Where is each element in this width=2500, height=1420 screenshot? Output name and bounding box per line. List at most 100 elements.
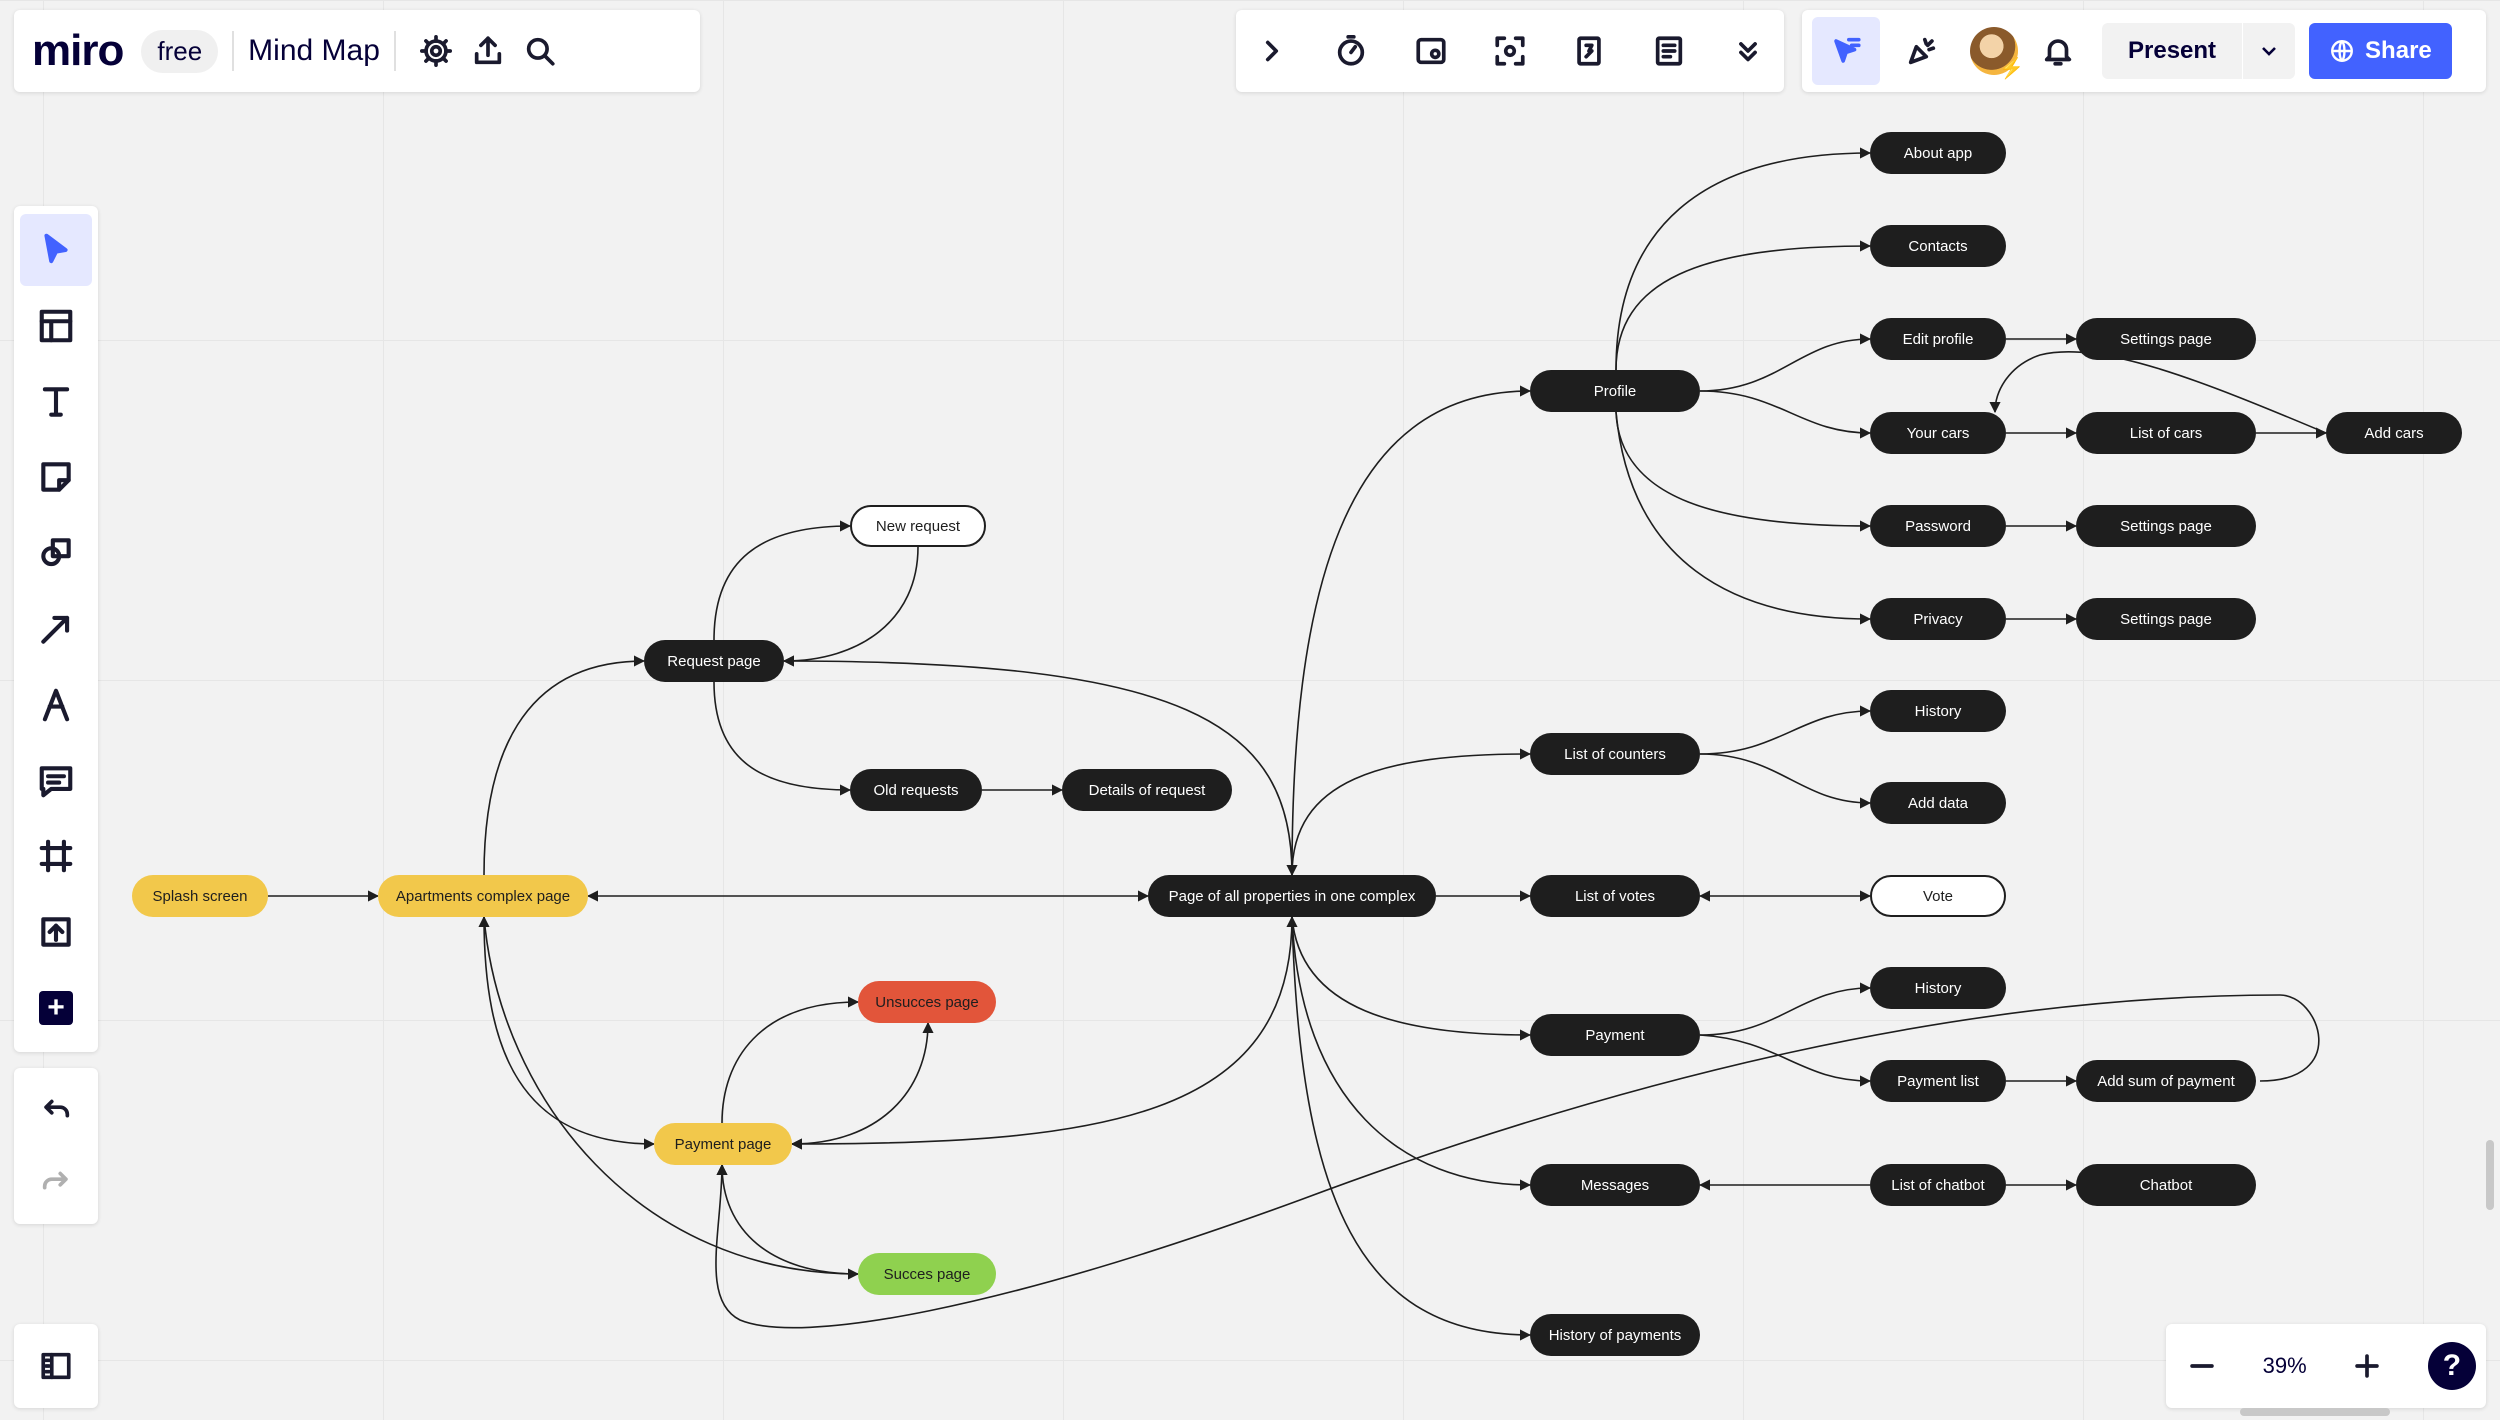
node-edit-profile[interactable]: Edit profile xyxy=(1870,318,2006,360)
edge-profile-privacy xyxy=(1615,411,1872,625)
edge-profile-password xyxy=(1615,411,1872,532)
undo-redo-panel xyxy=(14,1068,98,1224)
voting-icon[interactable] xyxy=(1405,25,1457,77)
miro-logo[interactable]: miro xyxy=(32,26,124,75)
board-header: miro free Mind Map xyxy=(14,10,700,92)
node-chatbot[interactable]: Chatbot xyxy=(2076,1164,2256,1206)
node-privacy[interactable]: Privacy xyxy=(1870,598,2006,640)
edge-allprops-messages xyxy=(1291,916,1532,1191)
board-title[interactable]: Mind Map xyxy=(248,34,380,67)
header-divider xyxy=(393,31,396,71)
node-history-1[interactable]: History xyxy=(1870,690,2006,732)
node-your-cars[interactable]: Your cars xyxy=(1870,412,2006,454)
present-label: Present xyxy=(2128,37,2217,64)
settings-icon[interactable] xyxy=(410,25,462,77)
node-payment-list[interactable]: Payment list xyxy=(1870,1060,2006,1102)
node-password[interactable]: Password xyxy=(1870,505,2006,547)
node-splash-screen[interactable]: Splash screen xyxy=(132,875,268,917)
node-history-of-payments[interactable]: History of payments xyxy=(1530,1314,1700,1356)
celebrate-icon[interactable] xyxy=(1888,17,1956,85)
edge-allprops-payment xyxy=(1291,916,1532,1041)
sticky-note-icon[interactable] xyxy=(20,441,92,513)
edge-succes-paymentpage xyxy=(716,1163,859,1275)
zoom-out-icon[interactable] xyxy=(2176,1340,2228,1392)
node-succes-page[interactable]: Succes page xyxy=(858,1253,996,1295)
node-messages[interactable]: Messages xyxy=(1530,1164,1700,1206)
node-apartments-complex-page[interactable]: Apartments complex page xyxy=(378,875,588,917)
node-new-request[interactable]: New request xyxy=(850,505,986,547)
zoom-controls: 39% ? xyxy=(2166,1324,2486,1408)
lightning-badge-icon: ⚡ xyxy=(1999,58,2024,80)
edge-paymentpage-unsucces xyxy=(721,996,860,1124)
left-toolbar: + xyxy=(14,206,98,1052)
chevron-down-icon[interactable] xyxy=(2243,39,2295,63)
plan-badge[interactable]: free xyxy=(141,29,219,73)
edge-profile-yourcars xyxy=(1699,390,1872,439)
bell-icon[interactable] xyxy=(2032,25,2084,77)
edge-allprops-profile xyxy=(1291,385,1532,876)
text-tool-icon[interactable] xyxy=(20,366,92,438)
card-icon[interactable] xyxy=(1563,25,1615,77)
redo-icon[interactable] xyxy=(20,1146,92,1218)
node-add-cars[interactable]: Add cars xyxy=(2326,412,2462,454)
reactions-cursor-icon[interactable] xyxy=(1812,17,1880,85)
timer-icon[interactable] xyxy=(1325,25,1377,77)
node-settings-page-2[interactable]: Settings page xyxy=(2076,505,2256,547)
edge-apartments-succes xyxy=(483,916,860,1280)
zoom-in-icon[interactable] xyxy=(2341,1340,2393,1392)
pen-icon[interactable] xyxy=(20,669,92,741)
edge-allprops-paymentpage xyxy=(790,915,1298,1150)
select-tool-icon[interactable] xyxy=(20,214,92,286)
present-button[interactable]: Present xyxy=(2102,23,2296,79)
avatar[interactable]: ⚡ xyxy=(1970,27,2024,80)
node-unsucces-page[interactable]: Unsucces page xyxy=(858,981,996,1023)
node-payment-page[interactable]: Payment page xyxy=(654,1123,792,1165)
node-details-of-request[interactable]: Details of request xyxy=(1062,769,1232,811)
upload-icon[interactable] xyxy=(20,896,92,968)
sidebar-toggle-icon[interactable] xyxy=(30,1340,82,1392)
focus-icon[interactable] xyxy=(1484,25,1536,77)
edge-apartments-request xyxy=(483,655,646,876)
notes-icon[interactable] xyxy=(1643,25,1695,77)
more-chevron-icon[interactable] xyxy=(1722,25,1774,77)
node-vote[interactable]: Vote xyxy=(1870,875,2006,917)
vertical-scrollbar[interactable] xyxy=(2486,1140,2494,1210)
node-add-sum-of-payment[interactable]: Add sum of payment xyxy=(2076,1060,2256,1102)
node-history-2[interactable]: History xyxy=(1870,967,2006,1009)
edge-addcars-yourcars xyxy=(1989,351,2327,434)
export-icon[interactable] xyxy=(462,25,514,77)
shapes-icon[interactable] xyxy=(20,517,92,589)
search-icon[interactable] xyxy=(514,25,566,77)
edge-request-newreq xyxy=(713,520,852,641)
share-button[interactable]: Share xyxy=(2309,23,2452,79)
node-about-app[interactable]: About app xyxy=(1870,132,2006,174)
node-page-of-all-properties[interactable]: Page of all properties in one complex xyxy=(1148,875,1436,917)
node-add-data[interactable]: Add data xyxy=(1870,782,2006,824)
node-payment[interactable]: Payment xyxy=(1530,1014,1700,1056)
chevron-right-icon[interactable] xyxy=(1246,25,1298,77)
present-divider xyxy=(2242,23,2244,79)
node-request-page[interactable]: Request page xyxy=(644,640,784,682)
undo-icon[interactable] xyxy=(20,1074,92,1146)
node-list-of-chatbot[interactable]: List of chatbot xyxy=(1870,1164,2006,1206)
templates-icon[interactable] xyxy=(20,290,92,362)
node-profile[interactable]: Profile xyxy=(1530,370,1700,412)
node-list-of-cars[interactable]: List of cars xyxy=(2076,412,2256,454)
node-contacts[interactable]: Contacts xyxy=(1870,225,2006,267)
help-icon[interactable]: ? xyxy=(2427,1342,2476,1390)
more-apps-icon[interactable]: + xyxy=(20,972,92,1044)
edge-request-oldreq xyxy=(713,681,852,796)
node-list-of-counters[interactable]: List of counters xyxy=(1530,733,1700,775)
horizontal-scrollbar[interactable] xyxy=(2240,1408,2390,1416)
connector-arrow-icon[interactable] xyxy=(20,593,92,665)
edge-newreq-request xyxy=(782,546,919,667)
node-list-of-votes[interactable]: List of votes xyxy=(1530,875,1700,917)
node-settings-page-3[interactable]: Settings page xyxy=(2076,598,2256,640)
edge-addsum-paymentpage xyxy=(715,994,2320,1329)
frame-icon[interactable] xyxy=(20,821,92,893)
comment-icon[interactable] xyxy=(20,745,92,817)
zoom-level[interactable]: 39% xyxy=(2262,1353,2307,1378)
node-old-requests[interactable]: Old requests xyxy=(850,769,982,811)
node-settings-page-1[interactable]: Settings page xyxy=(2076,318,2256,360)
